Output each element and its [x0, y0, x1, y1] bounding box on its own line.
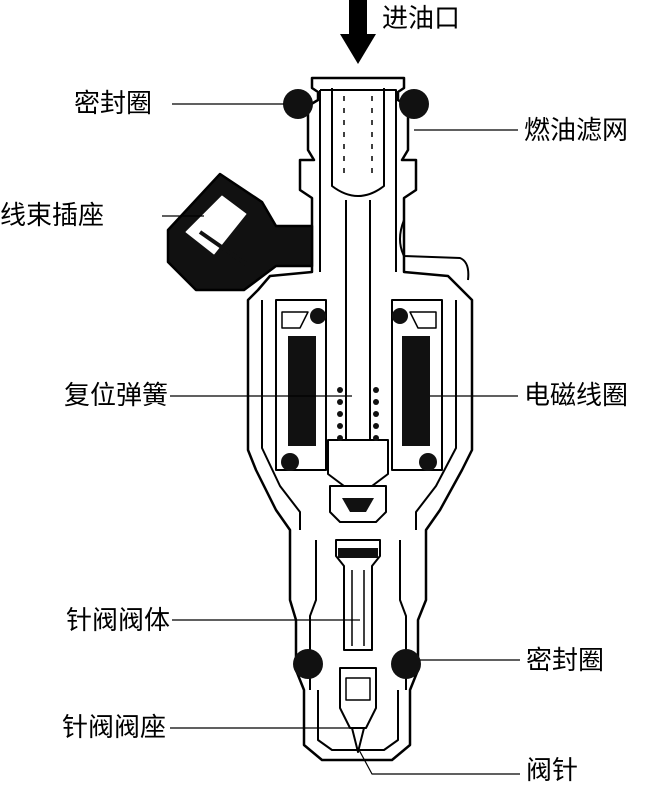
label-seal-ring-top: 密封圈	[74, 89, 153, 119]
leader-lines	[162, 103, 520, 775]
label-solenoid-coil: 电磁线圈	[524, 381, 629, 411]
armature	[329, 485, 387, 523]
solenoid-coil-left	[275, 299, 327, 471]
injector-housing	[246, 76, 474, 762]
needle	[351, 727, 365, 753]
label-needle: 阀针	[526, 756, 579, 786]
label-seal-ring-bottom: 密封圈	[526, 646, 605, 676]
seal-ring-top	[283, 89, 429, 119]
inlet-arrow	[340, 0, 376, 64]
needle-valve-body	[335, 539, 381, 651]
solenoid-coil-right	[391, 299, 443, 471]
label-needle-valve-body: 针阀阀体	[66, 606, 171, 636]
needle-valve-seat	[339, 667, 377, 729]
fuel-filter	[331, 88, 385, 197]
label-needle-valve-seat: 针阀阀座	[62, 713, 167, 743]
label-inlet: 进油口	[382, 4, 461, 34]
seal-ring-bottom	[293, 649, 421, 679]
core-tube	[327, 200, 389, 487]
harness-connector	[166, 172, 314, 292]
label-return-spring: 复位弹簧	[64, 381, 169, 411]
label-fuel-filter: 燃油滤网	[524, 116, 629, 146]
label-harness-connector: 线束插座	[0, 201, 105, 231]
return-spring	[337, 387, 379, 441]
